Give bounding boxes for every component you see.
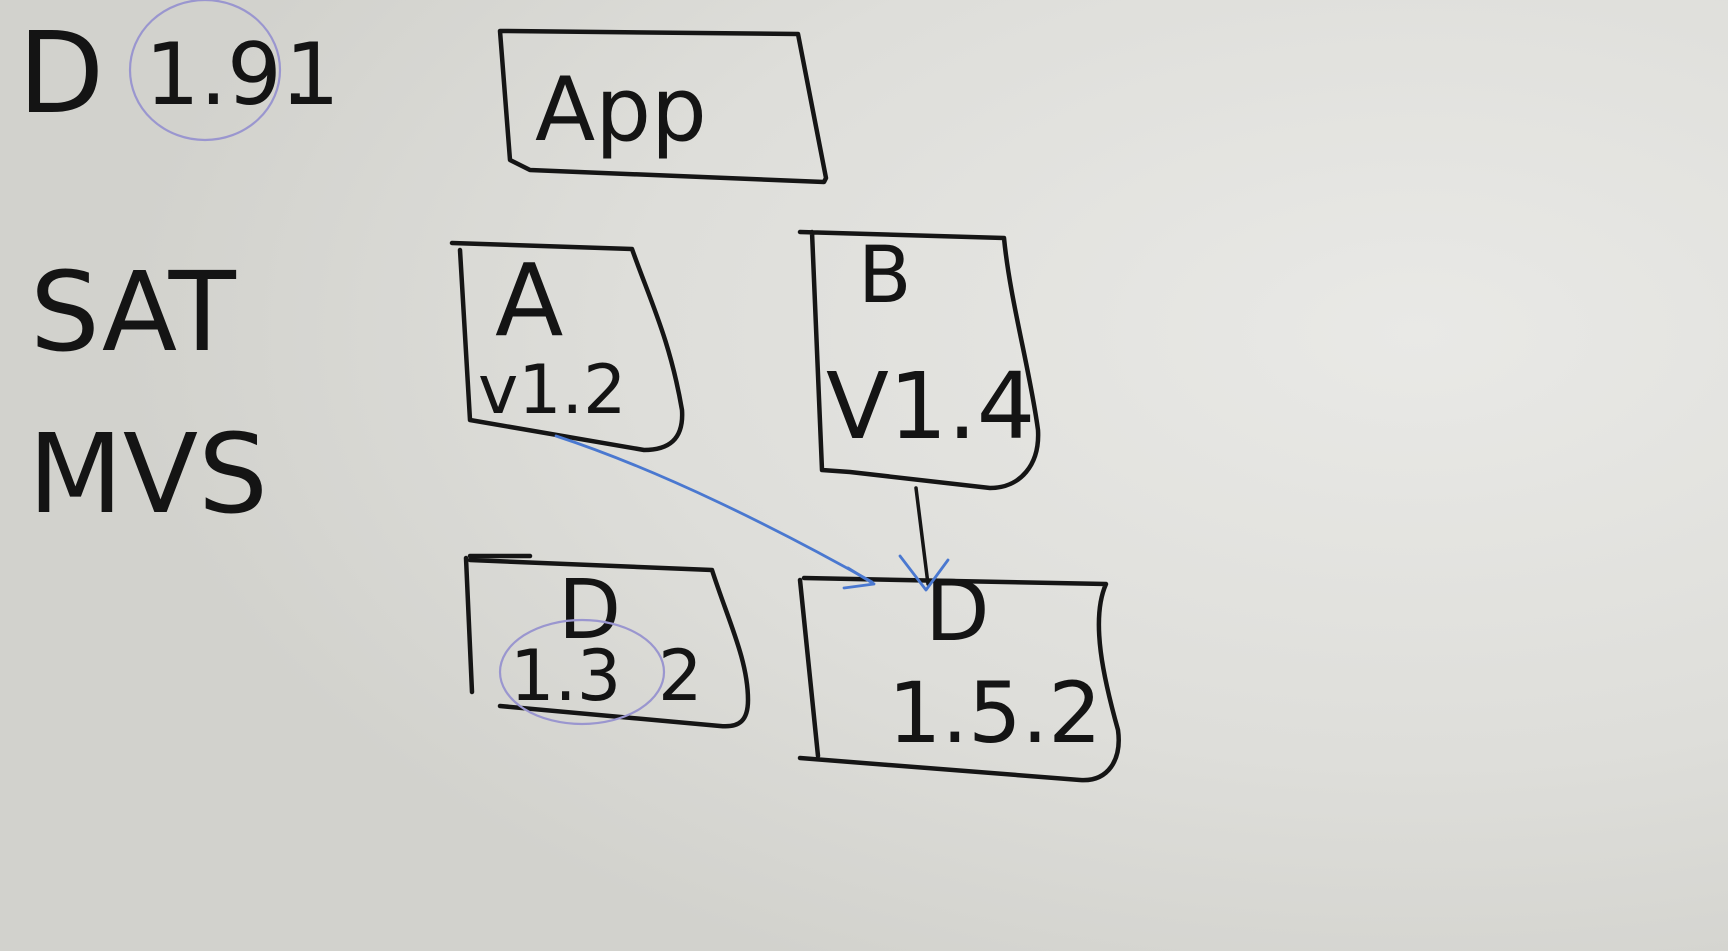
d-left-box bbox=[463, 555, 751, 729]
d-left-name: D bbox=[558, 563, 621, 658]
a-name: A bbox=[495, 242, 563, 359]
a-box bbox=[449, 240, 685, 453]
version-major-minor: 1.9. bbox=[145, 25, 309, 125]
node-d-left: D 1.3 2 bbox=[463, 553, 751, 729]
d-right-version: 1.5.2 bbox=[888, 664, 1102, 762]
edge-b-to-d bbox=[898, 486, 950, 592]
note-line-1: SAT bbox=[30, 248, 237, 376]
a-version: v1.2 bbox=[478, 351, 626, 430]
edge-b-to-d-line bbox=[914, 486, 930, 586]
edge-a-to-d-line bbox=[554, 434, 874, 584]
app-box bbox=[497, 28, 829, 185]
d-left-version-rest: 2 bbox=[658, 635, 703, 717]
b-box bbox=[797, 229, 1041, 491]
edge-a-to-d-arrowhead bbox=[842, 566, 876, 590]
left-notes: D 1.9. 1 SAT MVS bbox=[18, 0, 340, 538]
edge-b-to-d-arrowhead bbox=[898, 554, 950, 592]
node-a: A v1.2 bbox=[449, 240, 685, 453]
version-circle-mark bbox=[128, 0, 282, 142]
d-right-box bbox=[797, 575, 1121, 783]
node-d-right: D 1.5.2 bbox=[797, 562, 1121, 783]
d-left-circle-mark bbox=[498, 618, 666, 726]
node-app: App bbox=[497, 28, 829, 185]
b-version: V1.4 bbox=[826, 353, 1035, 460]
version-patch: 1 bbox=[285, 25, 340, 125]
node-b: B V1.4 bbox=[797, 229, 1041, 491]
note-line-2: MVS bbox=[28, 410, 268, 538]
edge-a-to-d bbox=[554, 434, 876, 590]
b-name: B bbox=[858, 231, 912, 321]
app-label: App bbox=[535, 58, 707, 161]
version-letter: D bbox=[18, 9, 104, 139]
d-left-version-circled: 1.3 bbox=[510, 635, 621, 717]
